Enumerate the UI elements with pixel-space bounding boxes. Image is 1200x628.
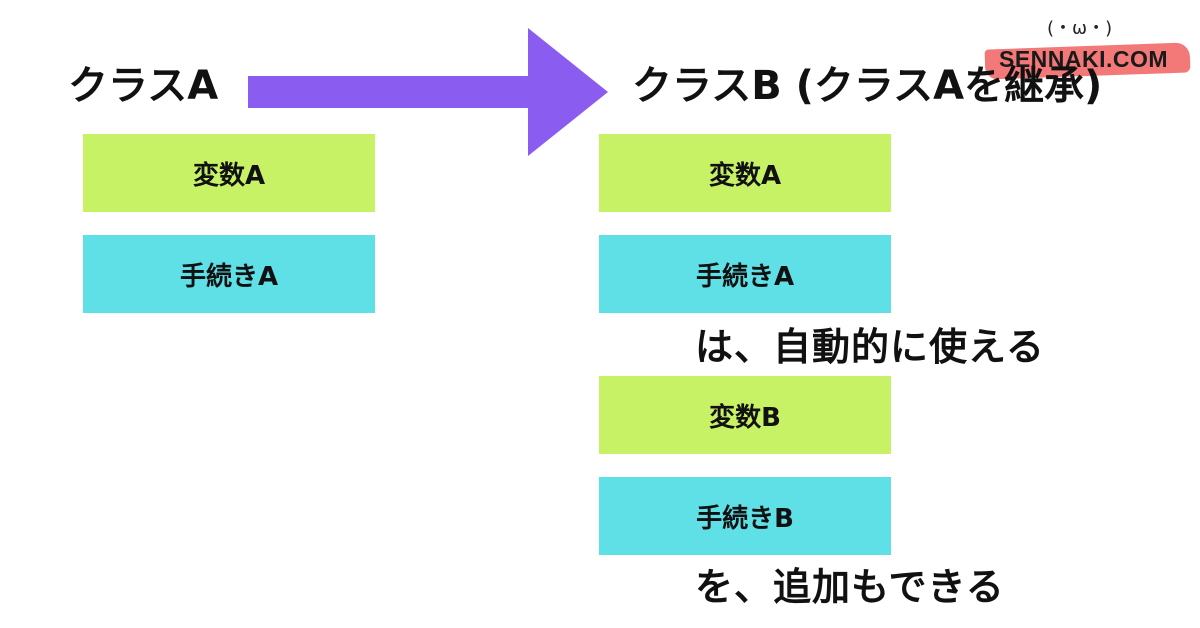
class-b-variable-label: 変数B bbox=[709, 402, 781, 433]
logo-text: SENNAKI.COM bbox=[999, 46, 1169, 72]
class-a-variable-box: 変数A bbox=[83, 134, 375, 212]
class-a-procedure-label: 手続きA bbox=[179, 261, 279, 292]
class-b-title: クラスB (クラスAを継承) bbox=[632, 63, 1103, 109]
site-logo: (・ω・) SENNAKI.COM bbox=[984, 10, 1191, 85]
class-b-inherited-procedure-label: 手続きA bbox=[695, 261, 795, 292]
class-b-inherited-variable-box: 変数A bbox=[599, 134, 891, 212]
class-b-procedure-label: 手続きB bbox=[696, 503, 794, 534]
logo-face-emoticon: (・ω・) bbox=[1047, 18, 1113, 39]
class-b-variable-box: 変数B bbox=[599, 376, 891, 454]
inherited-note: は、自動的に使える bbox=[695, 325, 1045, 369]
added-note: を、追加もできる bbox=[695, 565, 1005, 609]
class-b-inherited-procedure-box: 手続きA bbox=[599, 235, 891, 313]
class-a-procedure-box: 手続きA bbox=[83, 235, 375, 313]
class-a-variable-label: 変数A bbox=[192, 160, 266, 191]
class-b-inherited-variable-label: 変数A bbox=[708, 160, 782, 191]
inheritance-arrow-icon bbox=[248, 28, 608, 156]
class-a-title: クラスA bbox=[68, 63, 219, 109]
class-b-procedure-box: 手続きB bbox=[599, 477, 891, 555]
